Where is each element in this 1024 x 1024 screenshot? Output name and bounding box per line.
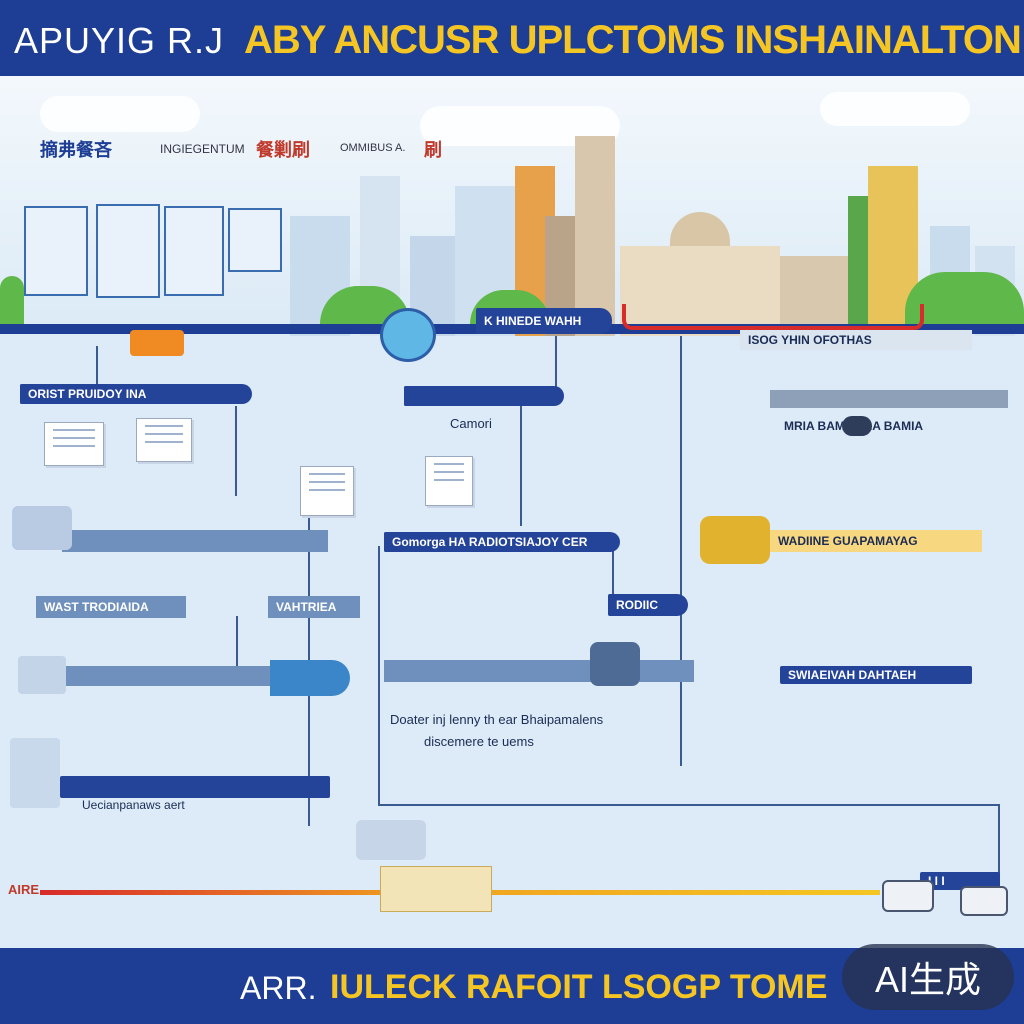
tree	[905, 272, 1024, 324]
truck-icon	[960, 886, 1008, 916]
connector	[612, 546, 614, 606]
header-title-main: ABY ANCUSR UPLCTOMS INSHAINALTON	[244, 18, 1022, 62]
left-bar-1-text: WAST TRODIAIDA	[44, 600, 149, 614]
diagram-panel: 摘弗餐吝 INGIEGENTUM 餐剿刷 OMMIBUS A. 刷 K HINE…	[0, 76, 1024, 948]
right-top-bar	[770, 390, 1008, 408]
left-title-text: ORIST PRUIDOY INA	[28, 387, 147, 401]
skyline-label: 餐剿刷	[256, 140, 310, 160]
right-skyline-text: ISOG YHIN OFOTHAS	[748, 333, 872, 347]
building	[780, 256, 850, 336]
skyline-label: 摘弗餐吝	[40, 140, 112, 160]
skyline-label: 刷	[424, 140, 442, 160]
skyline-illustration: 摘弗餐吝 INGIEGENTUM 餐剿刷 OMMIBUS A. 刷	[0, 76, 1024, 336]
steel-arrow-bar	[62, 530, 328, 552]
skyline-label: INGIEGENTUM	[160, 142, 245, 156]
ai-generated-badge: AI生成	[842, 944, 1014, 1010]
caption-line-2: discemere te uems	[424, 734, 534, 749]
right-bar-low-text: SWIAEIVAH DAHTAEH	[788, 668, 917, 682]
vehicle-icon	[590, 642, 640, 686]
connector	[378, 546, 380, 806]
blueprint-panel	[228, 208, 282, 272]
blueprint-panel	[96, 204, 160, 298]
capitol-building	[620, 246, 780, 336]
footer-title: IULECK RAFOIT LSOGP TOME	[330, 968, 828, 1006]
right-small-bar-text: RODIIC	[616, 598, 658, 612]
connector	[680, 336, 682, 766]
blue-pipe	[270, 660, 350, 696]
factory-icon	[380, 866, 492, 912]
left-bar-2-text: VAHTRIEA	[276, 600, 337, 614]
equipment-icon	[10, 738, 60, 808]
document-icon	[136, 418, 192, 462]
mid-bar-text: Gomorga HA RADIOTSIAJOY CER	[392, 535, 588, 549]
steel-arrow-bar-2	[62, 666, 322, 686]
right-bar-top: MRIA BAMAMAA BAMIA	[776, 416, 1008, 436]
blueprint-panel	[164, 206, 224, 296]
mid-bar: Gomorga HA RADIOTSIAJOY CER	[384, 532, 620, 552]
machine-icon	[12, 506, 72, 550]
connector	[235, 406, 237, 496]
red-pipe	[622, 304, 924, 330]
header-title-left: APUYIG R.J	[14, 20, 225, 61]
orange-block	[130, 330, 184, 356]
tree	[0, 276, 24, 324]
road-label-bar: K HINEDE WAHH	[476, 308, 612, 334]
right-bar-mid-text: WADIINE GUAPAMAYAG	[778, 534, 918, 548]
connector	[96, 346, 98, 388]
center-label: Camori	[450, 416, 492, 431]
crane-icon	[356, 820, 426, 860]
left-bar-1: WAST TRODIAIDA	[36, 596, 186, 618]
right-bar-low: SWIAEIVAH DAHTAEH	[780, 666, 972, 684]
connector	[378, 804, 1000, 806]
right-bar-mid: WADIINE GUAPAMAYAG	[770, 530, 982, 552]
center-arrow-bar-2	[384, 660, 694, 682]
timeline-start-label: AIRE	[8, 882, 40, 897]
globe-icon	[380, 308, 436, 362]
truck-icon	[882, 880, 934, 912]
capitol-dome	[670, 212, 730, 246]
connector	[520, 406, 522, 526]
capsule-icon	[842, 416, 872, 436]
footer-prefix: ARR.	[240, 970, 317, 1006]
connector	[236, 616, 238, 666]
header-banner: APUYIG R.J ABY ANCUSR UPLCTOMS INSHAINAL…	[0, 0, 1024, 76]
building	[848, 196, 868, 336]
bottom-left-bar	[60, 776, 330, 798]
bulldozer-icon	[700, 516, 770, 564]
cloud-1	[40, 96, 200, 132]
document-icon	[300, 466, 354, 516]
cloud-3	[820, 92, 970, 126]
connector	[998, 804, 1000, 904]
document-icon	[425, 456, 473, 506]
bottom-bar-label: Uecianpanaws aert	[82, 798, 185, 812]
truck-icon	[18, 656, 66, 694]
left-title-bar: ORIST PRUIDOY INA	[20, 384, 252, 404]
tower-building	[575, 136, 615, 336]
center-arrow-bar	[404, 386, 564, 406]
road-label-text: K HINEDE WAHH	[484, 314, 582, 328]
right-small-bar: RODIIC	[608, 594, 688, 616]
connector	[308, 476, 310, 826]
left-bar-2: VAHTRIEA	[268, 596, 360, 618]
connector	[555, 336, 557, 396]
blueprint-panel	[24, 206, 88, 296]
skyline-label: OMMIBUS A.	[340, 142, 406, 154]
right-skyline-label: ISOG YHIN OFOTHAS	[740, 330, 972, 350]
document-icon	[44, 422, 104, 466]
caption-line-1: Doater inj lenny th ear Bhaipamalens	[390, 712, 604, 727]
